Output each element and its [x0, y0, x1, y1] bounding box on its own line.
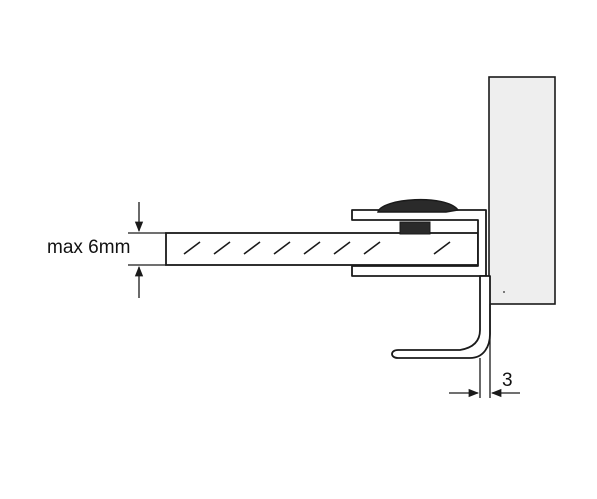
glass-hatching: [183, 241, 451, 255]
clamp-profile: [351, 209, 487, 277]
wall-texture-dot: [503, 291, 505, 293]
gap-dimension: [449, 304, 520, 398]
wall: [488, 76, 556, 305]
thickness-dimension: [128, 202, 166, 298]
gap-dimension-label: 3: [502, 370, 513, 391]
glass-panel: [165, 232, 479, 266]
rubber-seal: [377, 199, 460, 213]
glass-thickness-label: max 6mm: [47, 237, 130, 258]
wall-hook-profile: [391, 275, 491, 359]
seal-insert: [399, 221, 431, 235]
